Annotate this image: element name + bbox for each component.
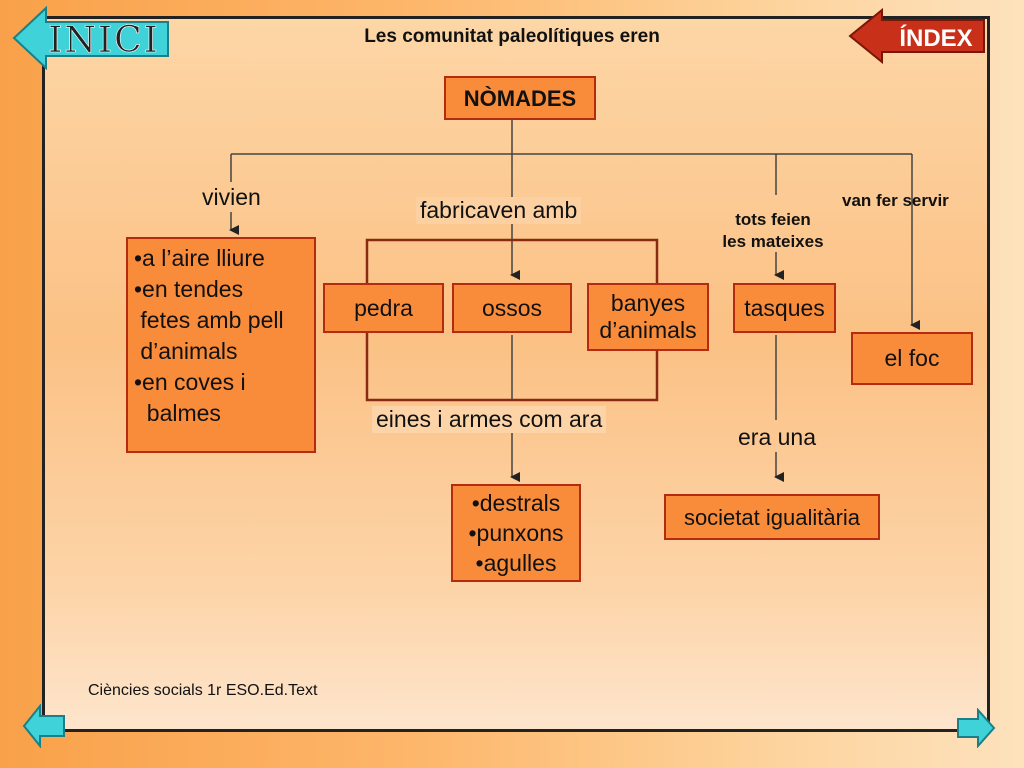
label-fabricaven: fabricaven amb	[416, 197, 582, 224]
node-vivien-list: •a l’aire lliure •en tendes fetes amb pe…	[126, 237, 316, 453]
label-era-una: era una	[738, 424, 817, 450]
prev-slide-button[interactable]	[22, 704, 66, 748]
list-item: d’animals	[134, 338, 238, 364]
list-item: •agulles	[475, 550, 557, 576]
node-ossos: ossos	[452, 283, 572, 333]
label-vivien: vivien	[202, 184, 261, 210]
arrow-left-icon	[848, 8, 985, 64]
list-item: •a l’aire lliure	[134, 245, 265, 271]
label-line: tots feien	[735, 210, 811, 229]
arrow-left-icon	[22, 704, 65, 748]
list-item: •en tendes	[134, 276, 244, 302]
root-node-nomades: NÒMADES	[444, 76, 596, 120]
node-el-foc: el foc	[851, 332, 973, 385]
node-societat: societat igualitària	[664, 494, 880, 540]
index-label: ÍNDEX	[899, 24, 972, 52]
list-item: balmes	[134, 400, 221, 426]
label-eines-armes: eines i armes com ara	[372, 406, 607, 433]
footer-credit: Ciències socials 1r ESO.Ed.Text	[88, 682, 318, 699]
index-button[interactable]: ÍNDEX	[848, 8, 988, 64]
list-item: fetes amb pell	[134, 307, 284, 333]
arrow-left-icon	[12, 6, 169, 70]
label-line: les mateixes	[722, 232, 824, 251]
page-title: Les comunitat paleolítiques eren	[364, 26, 660, 47]
node-banyes: banyes d’animals	[587, 283, 709, 351]
node-tasques: tasques	[733, 283, 836, 333]
list-item: •en coves i	[134, 369, 246, 395]
list-item: •destrals	[471, 490, 561, 516]
inici-button[interactable]: INICI	[12, 6, 172, 70]
node-eines-list: •destrals •punxons •agulles	[451, 484, 581, 582]
next-slide-button[interactable]	[956, 708, 996, 748]
label-van-fer-servir: van fer servir	[842, 191, 949, 210]
arrow-right-icon	[957, 708, 996, 748]
label-tots-feien: tots feien les mateixes	[700, 209, 846, 253]
inici-label: INICI	[48, 20, 160, 61]
node-pedra: pedra	[323, 283, 444, 333]
list-item: •punxons	[468, 520, 564, 546]
